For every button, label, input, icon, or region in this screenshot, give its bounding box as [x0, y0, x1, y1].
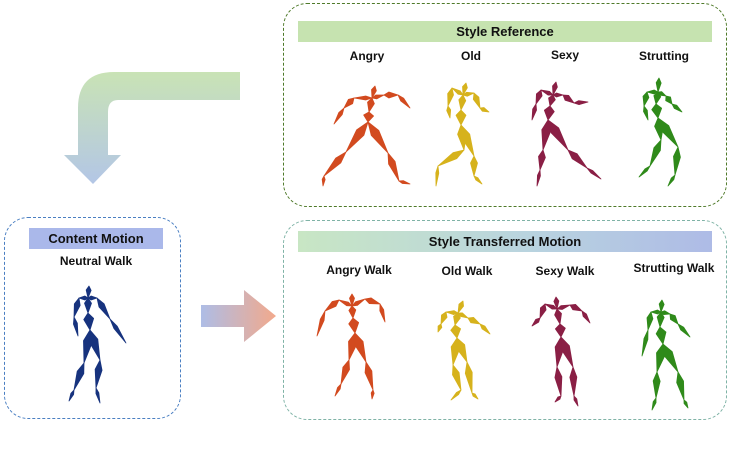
- style-label-angry: Angry: [349, 49, 385, 63]
- content-motion-title: Content Motion: [29, 228, 163, 249]
- sexy-style-figure: [531, 81, 602, 187]
- style-reference-title: Style Reference: [298, 21, 712, 42]
- result-label-sexy-walk: Sexy Walk: [535, 264, 595, 278]
- sexy-walk-figure: [531, 296, 591, 407]
- style-transferred-title: Style Transferred Motion: [298, 231, 712, 252]
- result-label-strutting-walk: Strutting Walk: [633, 261, 715, 275]
- style-reference-panel: [283, 3, 727, 207]
- result-label-old-walk: Old Walk: [441, 264, 493, 278]
- old-walk-figure: [437, 300, 491, 401]
- style-label-sexy: Sexy: [550, 48, 580, 62]
- style-transferred-panel: [283, 220, 727, 420]
- angry-walk-figure: [316, 293, 386, 400]
- result-label-angry-walk: Angry Walk: [326, 263, 392, 277]
- style-label-strutting: Strutting: [639, 49, 689, 63]
- content-label-neutral-walk: Neutral Walk: [59, 254, 133, 268]
- right-arrow: [201, 290, 276, 342]
- curved-arrow: [64, 72, 240, 184]
- style-label-old: Old: [461, 49, 481, 63]
- strutting-walk-figure: [641, 299, 691, 411]
- angry-style-figure: [321, 85, 411, 187]
- strutting-style-figure: [638, 77, 683, 187]
- old-style-figure: [435, 82, 490, 187]
- neutral-walk-figure: [68, 285, 127, 404]
- content-motion-panel: [4, 217, 181, 419]
